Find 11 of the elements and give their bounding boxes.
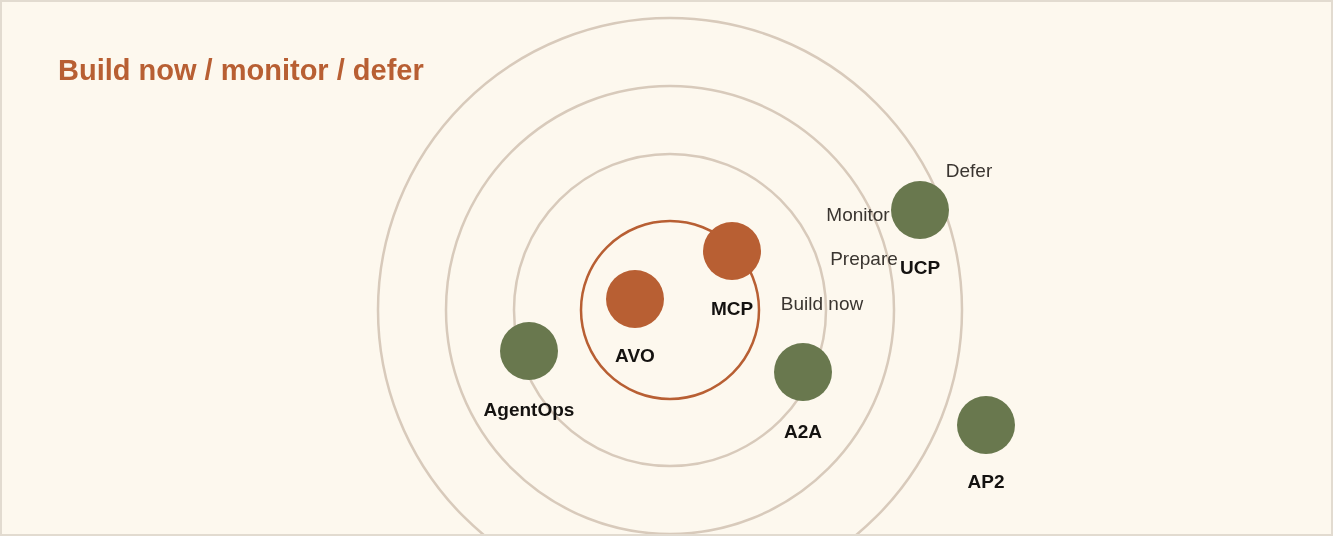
ring-label: Monitor	[826, 204, 890, 226]
item-label: MCP	[710, 298, 754, 320]
ring-label: Defer	[945, 160, 993, 182]
item-label: AVO	[615, 345, 655, 367]
ring-label: Prepare	[830, 248, 898, 270]
diagram-title: Build now / monitor / defer	[58, 54, 424, 87]
item-label: AgentOps	[483, 399, 575, 421]
item-label: AP2	[967, 471, 1005, 493]
ring-label: Build now	[780, 293, 864, 315]
item-label: A2A	[784, 421, 822, 443]
item-label: UCP	[899, 257, 941, 279]
